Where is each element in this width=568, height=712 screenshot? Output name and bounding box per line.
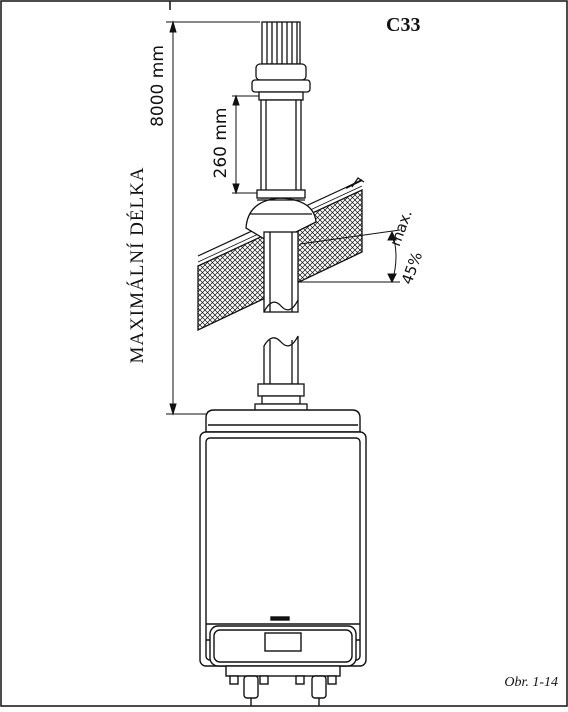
length-8000-label: 8000 mm: [148, 45, 168, 127]
flue-pipe-lower: [254, 335, 308, 413]
flue-pipe-upper: [256, 99, 306, 313]
flue-terminal: [251, 21, 311, 101]
diagram-title: C33: [386, 14, 421, 36]
angle-dimension: [298, 229, 401, 284]
max-length-label: MAXIMÁLNÍ DÉLKA: [127, 166, 148, 364]
boiler: [199, 409, 367, 706]
figure-caption: Obr. 1-14: [504, 675, 558, 690]
length-260-label: 260 mm: [211, 107, 231, 179]
dimension-260: [232, 94, 262, 195]
